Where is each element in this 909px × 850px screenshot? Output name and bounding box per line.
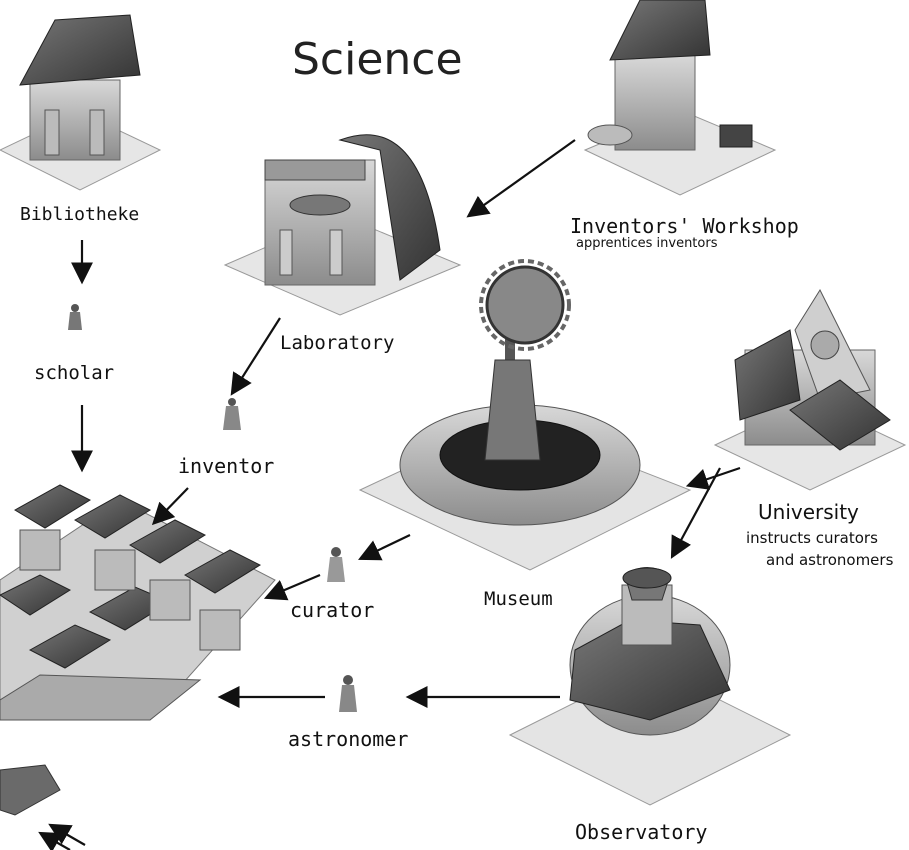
scholar-figure <box>68 304 82 330</box>
bibliotheke-building <box>0 15 160 190</box>
workshop-building <box>585 0 775 195</box>
label-observatory: Observatory <box>575 820 707 844</box>
curator-figure <box>327 547 345 582</box>
inventor-figure <box>223 398 241 430</box>
label-inventor: inventor <box>178 454 274 478</box>
arrow-inventor-to-housing <box>155 488 188 522</box>
arrow-curator-to-housing <box>268 575 320 597</box>
label-astronomer: astronomer <box>288 727 408 751</box>
label-curator: curator <box>290 598 374 622</box>
arrow-laboratory-to-inventor <box>233 318 280 392</box>
university-building <box>715 290 905 490</box>
museum-building <box>360 261 690 570</box>
arrow-university-to-observatory <box>673 468 720 555</box>
label-university-sub2: and astronomers <box>766 551 893 569</box>
arrow-museum-to-curator <box>362 535 410 558</box>
arrow-bottom-out <box>42 834 70 850</box>
label-laboratory: Laboratory <box>280 332 394 354</box>
label-university-sub1: instructs curators <box>746 529 878 547</box>
housing-block <box>0 485 275 720</box>
label-scholar: scholar <box>34 362 114 384</box>
arrow-workshop-to-laboratory <box>470 140 575 215</box>
page-title: Science <box>292 34 463 85</box>
astronomer-figure <box>339 675 357 712</box>
label-workshop-sub: apprentices inventors <box>576 236 717 251</box>
label-workshop: Inventors' Workshop <box>570 214 799 238</box>
laboratory-building <box>225 135 460 315</box>
farm-fragment <box>0 765 60 815</box>
label-bibliotheke: Bibliotheke <box>20 204 139 225</box>
label-museum: Museum <box>484 588 553 610</box>
label-university: University <box>758 500 859 524</box>
